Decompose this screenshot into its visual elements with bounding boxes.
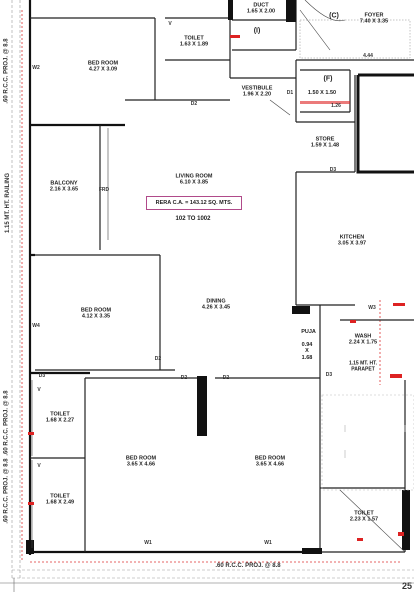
vestibule-label: VESTIBULE 1.96 X 2.20 (242, 86, 273, 99)
bedroom4-dim: 3.65 X 4.66 (255, 462, 285, 468)
small-f-dim: 1.50 X 1.50 (307, 89, 337, 96)
toilet-br-label: TOILET 2.23 X 1.57 (350, 511, 378, 524)
tag-v-a: V (37, 463, 41, 469)
toilet-top-dim: 1.63 X 1.89 (179, 42, 209, 48)
wash-dim: 2.24 X 1.75 (348, 340, 378, 346)
toilet-top-label: TOILET 1.63 X 1.89 (180, 36, 208, 49)
dining-dim: 4.26 X 3.45 (201, 305, 231, 311)
bedroom4-label: BED ROOM 3.65 X 4.66 (255, 456, 285, 469)
proj-left-top: .60 R.C.C. PROJ. @ 8.8 (3, 38, 10, 104)
tag-w3: W3 (368, 305, 376, 311)
dim-126: 1.26 (331, 103, 341, 109)
duct-name: DUCT (253, 2, 269, 9)
living-name: LIVING ROOM (175, 173, 213, 180)
wash-label: WASH 2.24 X 1.75 (349, 334, 377, 347)
tag-d2-b: D2 (154, 356, 162, 362)
tag-d3-b: D3 (325, 372, 333, 378)
vestibule-name: VESTIBULE (241, 85, 273, 92)
dim-444: 4.44 (363, 53, 373, 59)
tag-d2-c: D2 (180, 375, 188, 381)
dining-label: DINING 4.26 X 3.45 (202, 299, 230, 312)
dining-name: DINING (206, 298, 226, 305)
parapet-label: 1.15 MT. HT. PARAPET (348, 360, 378, 372)
puja-name: PUJA (301, 329, 316, 336)
living-label: LIVING ROOM 6.10 X 3.85 (176, 174, 213, 187)
tag-w1-a: W1 (144, 540, 152, 546)
balcony-dim: 2.16 X 3.65 (49, 187, 79, 193)
toilet-br-dim: 2.23 X 1.57 (349, 517, 379, 523)
kitchen-name: KITCHEN (339, 234, 365, 241)
toilet-l1-dim: 1.68 X 2.27 (45, 418, 75, 424)
store-dim: 1.59 X 1.48 (310, 143, 340, 149)
small-f-label: 1.50 X 1.50 (308, 90, 336, 96)
toilet-l2-label: TOILET 1.68 X 2.49 (46, 494, 74, 507)
tag-d2-a: D2 (190, 101, 198, 107)
tag-w2: W2 (32, 65, 40, 71)
railing-left: 1.15 MT. HT. RAILING (5, 172, 12, 234)
puja-dim: 0.94 X 1.68 (301, 341, 313, 361)
tag-d3-c: D3 (329, 167, 337, 173)
rera-area: RERA C.A. = 143.12 SQ. MTS. (146, 196, 242, 210)
store-label: STORE 1.59 X 1.48 (311, 137, 339, 150)
balcony-label: BALCONY 2.16 X 3.65 (50, 181, 78, 194)
bedroom3-name: BED ROOM (125, 455, 157, 462)
tag-frd: FRD (98, 187, 110, 193)
duct-label: DUCT 1.65 X 2.00 (247, 3, 275, 16)
tag-w1-b: W1 (264, 540, 272, 546)
tag-v-b: V (37, 387, 41, 393)
edge-number: 25 (401, 581, 413, 591)
toilet-l1-label: TOILET 1.68 X 2.27 (46, 412, 74, 425)
store-name: STORE (315, 136, 335, 143)
vestibule-dim: 1.96 X 2.20 (242, 92, 272, 98)
duct-dim: 1.65 X 2.00 (246, 9, 276, 15)
marker-i: (I) (253, 27, 261, 35)
tag-d1: D1 (286, 90, 294, 96)
foyer-name: FOYER (364, 12, 384, 19)
toilet-top-name: TOILET (184, 35, 204, 42)
bedroom3-dim: 3.65 X 4.66 (126, 462, 156, 468)
bedroom2-label: BED ROOM 4.12 X 3.35 (81, 308, 111, 321)
bedroom1-name: BED ROOM (87, 60, 119, 67)
balcony-name: BALCONY (50, 180, 78, 187)
bedroom2-name: BED ROOM (80, 307, 112, 314)
tag-v-c: V (168, 21, 172, 27)
bedroom3-label: BED ROOM 3.65 X 4.66 (126, 456, 156, 469)
tag-d3-a: D3 (38, 373, 46, 379)
bedroom1-label: BED ROOM 4.27 X 3.09 (88, 61, 118, 74)
toilet-l2-dim: 1.68 X 2.49 (45, 500, 75, 506)
puja-label: PUJA 0.94 X 1.68 (298, 323, 316, 367)
proj-left-mid: .60 R.C.C. PROJ. @ 8.8 (3, 390, 10, 456)
living-dim: 6.10 X 3.85 (179, 180, 209, 186)
foyer-label: FOYER 7.40 X 3.35 (360, 13, 388, 26)
marker-c: (C) (329, 12, 339, 20)
marker-f: (F) (323, 75, 333, 83)
wash-name: WASH (354, 333, 372, 340)
tag-w4: W4 (32, 323, 40, 329)
toilet-l2-name: TOILET (50, 493, 70, 500)
unit-range: 102 TO 1002 (175, 216, 211, 222)
bedroom2-dim: 4.12 X 3.35 (81, 314, 111, 320)
bedroom1-dim: 4.27 X 3.09 (88, 67, 118, 73)
proj-bottom: .60 R.C.C. PROJ. @ 8.8 (215, 563, 281, 569)
toilet-br-name: TOILET (354, 510, 374, 517)
bedroom4-name: BED ROOM (254, 455, 286, 462)
kitchen-dim: 3.05 X 3.97 (337, 241, 367, 247)
toilet-l1-name: TOILET (50, 411, 70, 418)
kitchen-label: KITCHEN 3.05 X 3.97 (338, 235, 366, 248)
proj-left-low: .60 R.C.C. PROJ. @ 8.8 (3, 458, 10, 524)
foyer-dim: 7.40 X 3.35 (359, 19, 389, 25)
tag-d2-d: D2 (222, 375, 230, 381)
